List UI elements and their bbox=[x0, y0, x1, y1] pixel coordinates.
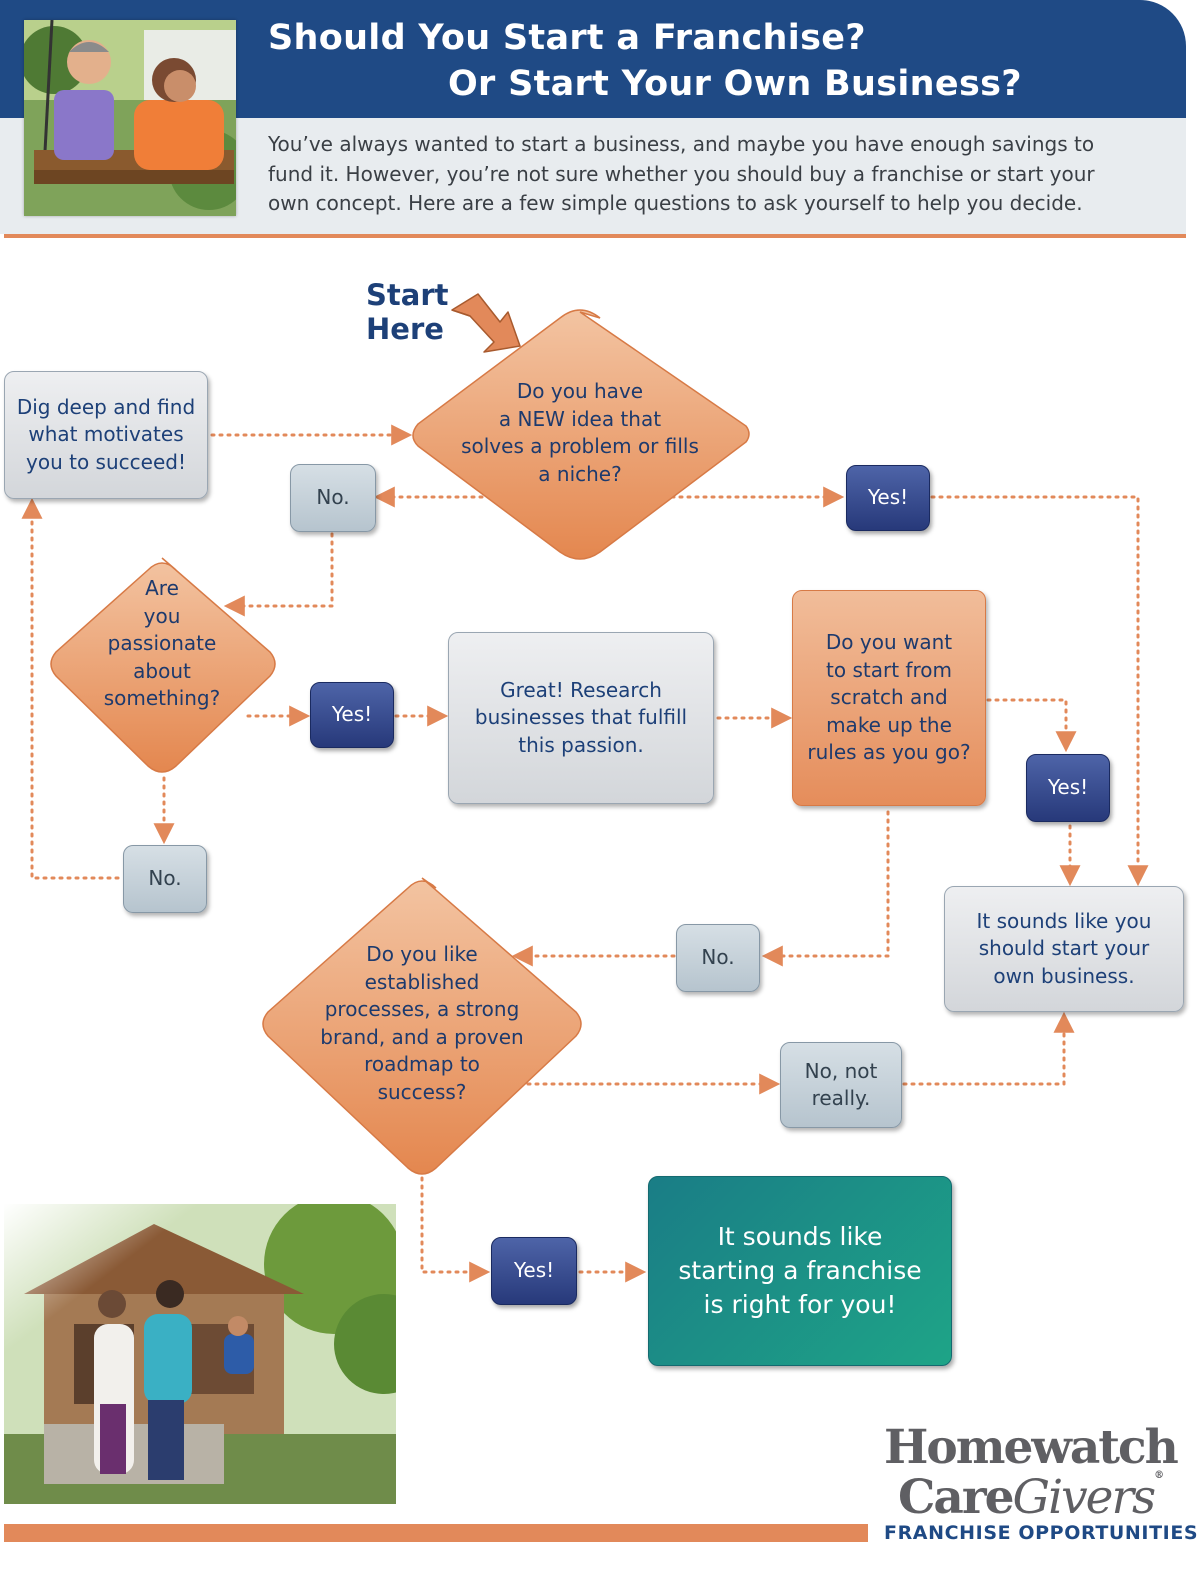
box-line: you to succeed! bbox=[26, 449, 186, 474]
intro-paragraph: You’ve always wanted to start a business… bbox=[268, 130, 1168, 219]
box-line: rules as you go? bbox=[807, 740, 971, 765]
box-line: Great! Research bbox=[500, 677, 662, 702]
question-passionate: Are you passionate about something? bbox=[72, 575, 252, 713]
diamond-established bbox=[262, 877, 582, 1175]
box-line: businesses that fulfill bbox=[474, 705, 688, 730]
box-line: should start your bbox=[978, 936, 1150, 961]
homewatch-logo-line2: CareGivers® bbox=[898, 1470, 1164, 1525]
start-here-label: Start Here bbox=[366, 278, 448, 346]
homewatch-logo-line1: Homewatch bbox=[884, 1420, 1179, 1475]
box-line: It sounds like you bbox=[976, 908, 1152, 933]
connector-q3-to-yes bbox=[986, 698, 1077, 753]
intro-line: fund it. However, you’re not sure whethe… bbox=[268, 161, 1095, 186]
question-line: solves a problem or fills bbox=[461, 434, 699, 458]
question-line: Do you like bbox=[366, 942, 478, 966]
start-here-arrow bbox=[451, 293, 521, 353]
box-line: scratch and bbox=[830, 685, 948, 710]
question-line: established bbox=[364, 969, 480, 994]
page-title-line1: Should You Start a Franchise? bbox=[268, 18, 866, 58]
logo-givers: Givers bbox=[1012, 1470, 1157, 1525]
photo-illustration bbox=[4, 1194, 434, 1504]
result-line: is right for you! bbox=[703, 1290, 897, 1319]
box-line: to start from bbox=[826, 657, 952, 682]
own-business-result: It sounds like you should start your own… bbox=[944, 886, 1184, 1012]
photo-illustration bbox=[20, 19, 249, 216]
box-line: this passion. bbox=[518, 732, 644, 757]
question-established: Do you like established processes, a str… bbox=[300, 941, 544, 1106]
caregiver-house-photo bbox=[4, 1194, 434, 1504]
question-line: a NEW idea that bbox=[498, 406, 662, 431]
label-line: really. bbox=[811, 1086, 871, 1110]
connector-no-not-really-to-own-business bbox=[902, 1011, 1075, 1086]
yes-label: Yes! bbox=[846, 465, 930, 531]
franchise-result: It sounds like starting a franchise is r… bbox=[648, 1176, 952, 1366]
couple-on-porch-swing-photo bbox=[20, 19, 249, 216]
box-line: what motivates bbox=[28, 422, 184, 447]
question-line: something? bbox=[103, 686, 221, 710]
result-line: It sounds like bbox=[717, 1222, 883, 1251]
box-line: Dig deep and find bbox=[16, 394, 196, 419]
no-label: No. bbox=[290, 464, 376, 532]
dig-deep-box: Dig deep and find what motivates you to … bbox=[4, 371, 208, 499]
no-label: No. bbox=[123, 845, 207, 913]
no-not-really-label: No, not really. bbox=[780, 1042, 902, 1128]
start-label-line: Here bbox=[366, 312, 444, 346]
page-title-line2: Or Start Your Own Business? bbox=[448, 64, 1022, 104]
question-line: brand, and a proven bbox=[320, 1024, 524, 1049]
research-box: Great! Research businesses that fulfill … bbox=[448, 632, 714, 804]
connector-q3-to-no bbox=[761, 810, 890, 967]
question-line: passionate bbox=[107, 631, 217, 655]
question-new-idea: Do you have a NEW idea that solves a pro… bbox=[440, 378, 720, 488]
franchise-opportunities-tagline: FRANCHISE OPPORTUNITIES bbox=[884, 1522, 1199, 1544]
start-label-line: Start bbox=[366, 278, 449, 312]
question-line: Do you have bbox=[516, 379, 644, 403]
yes-label: Yes! bbox=[491, 1237, 577, 1305]
yes-label: Yes! bbox=[1026, 754, 1110, 822]
connector-q4-to-yes bbox=[420, 1176, 491, 1283]
box-line: make up the bbox=[826, 712, 952, 737]
connector-no-to-q2 bbox=[223, 532, 334, 617]
connector-no-to-digdeep bbox=[21, 497, 120, 880]
box-line: Do you want bbox=[825, 630, 953, 655]
question-line: roadmap to bbox=[364, 1052, 480, 1076]
logo-care: Care bbox=[898, 1470, 1015, 1525]
question-line: about bbox=[133, 658, 191, 683]
result-line: starting a franchise bbox=[678, 1256, 922, 1285]
footer-divider bbox=[4, 1524, 868, 1542]
intro-line: You’ve always wanted to start a business… bbox=[268, 132, 1095, 156]
question-line: you bbox=[143, 603, 181, 628]
question-line: a niche? bbox=[538, 461, 622, 486]
question-line: Are bbox=[145, 576, 179, 600]
no-label: No. bbox=[676, 924, 760, 992]
label-line: No, not bbox=[804, 1058, 878, 1083]
diamond-passionate bbox=[50, 557, 276, 773]
registered-mark: ® bbox=[1154, 1470, 1165, 1481]
intro-line: own concept. Here are a few simple quest… bbox=[268, 191, 1083, 215]
connector-yes-to-own-business bbox=[930, 495, 1149, 887]
question-line: success? bbox=[377, 1079, 467, 1104]
diamond-new-idea bbox=[412, 309, 750, 560]
yes-label: Yes! bbox=[310, 682, 394, 748]
header-divider bbox=[4, 234, 1186, 238]
question-line: processes, a strong bbox=[324, 997, 520, 1021]
box-line: own business. bbox=[993, 963, 1135, 988]
question-scratch: Do you want to start from scratch and ma… bbox=[792, 590, 986, 806]
